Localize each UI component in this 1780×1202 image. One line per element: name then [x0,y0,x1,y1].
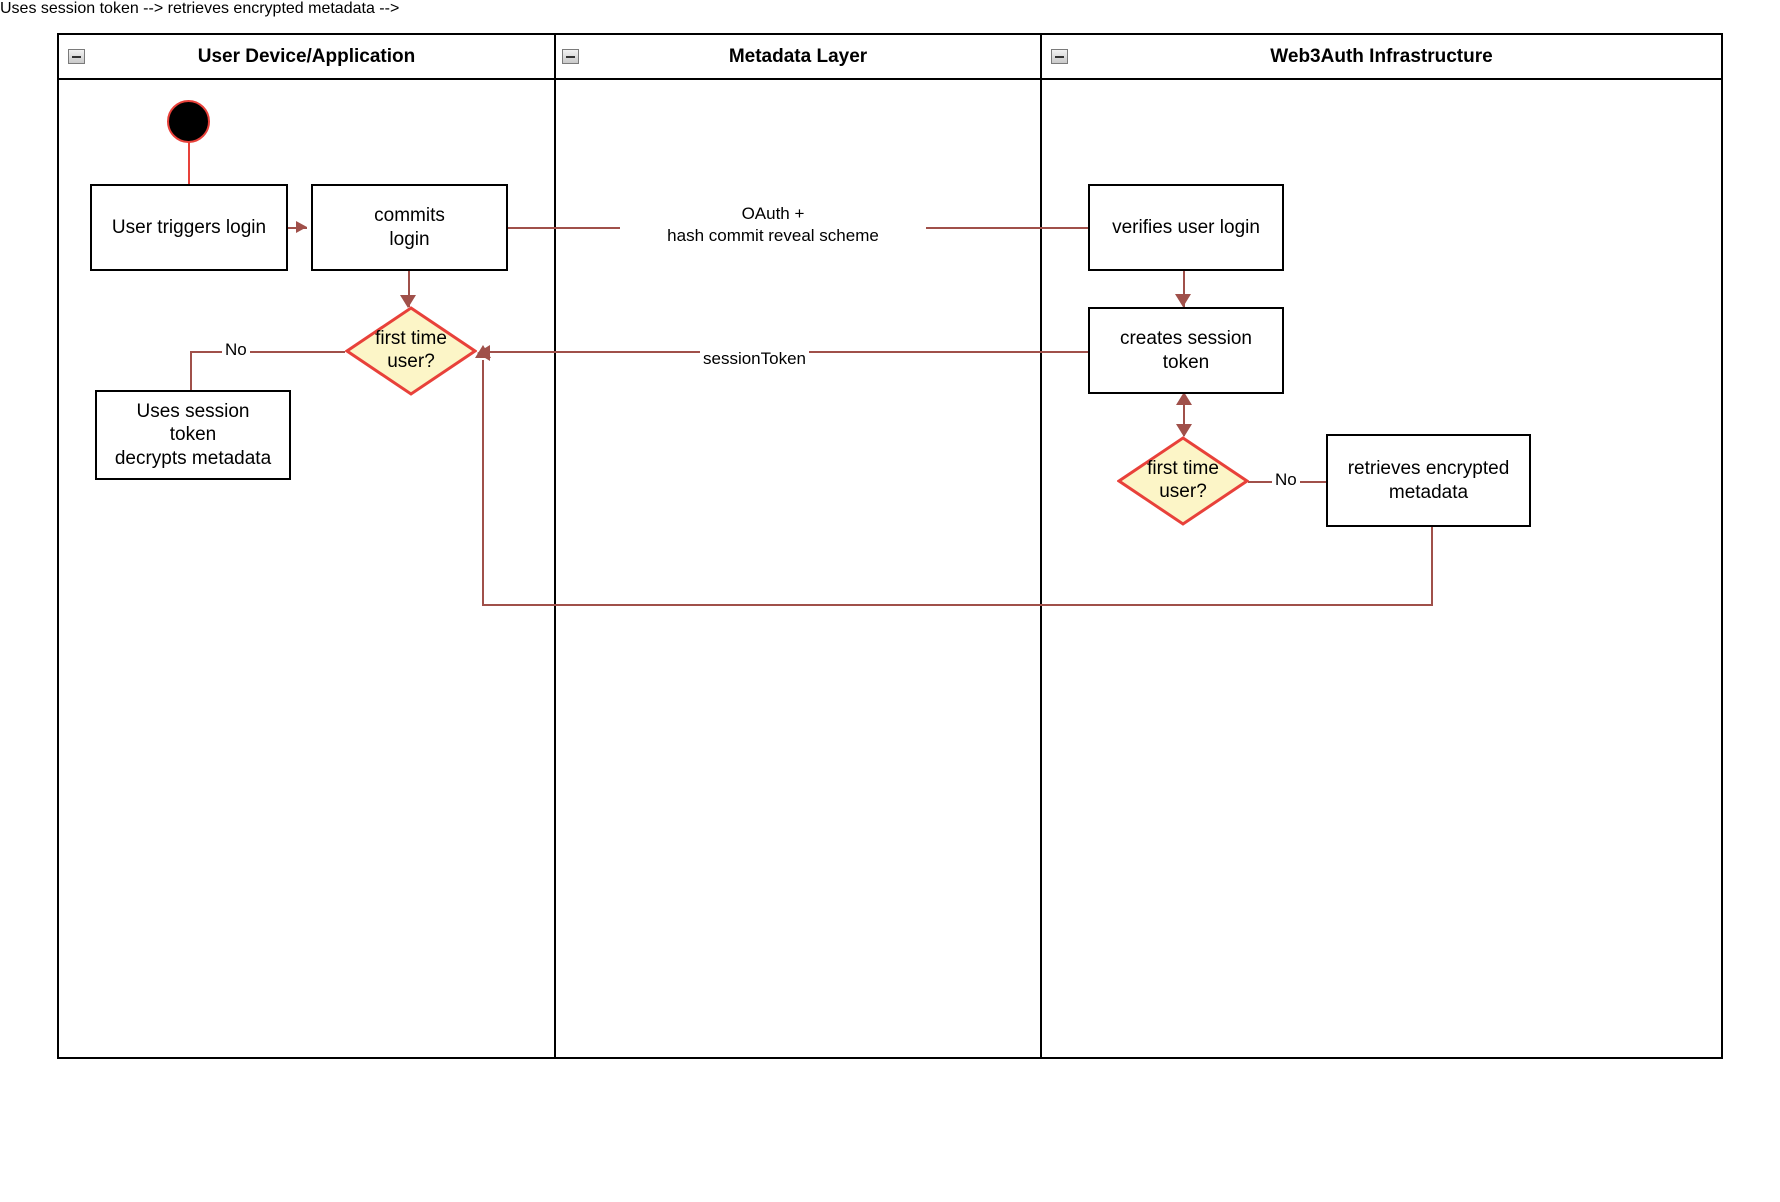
minus-glyph [72,55,81,58]
lane-header-user-device[interactable]: User Device/Application [59,35,554,80]
edge-label-no-right-text: No [1275,470,1297,489]
lane-divider-1 [554,35,556,1059]
arrowhead-to-commits [296,221,307,233]
node-decision-right-line1: first time [1147,458,1219,480]
start-node [167,100,210,143]
arrowhead-return-to-decision-left [475,345,491,358]
arrowhead-to-creates-session [1175,294,1191,307]
lane-title-web3auth: Web3Auth Infrastructure [1270,45,1493,67]
diamond-shape-right [1117,436,1249,526]
edge-verifies-to-creates [1183,271,1185,307]
edge-return-down [1431,527,1433,605]
node-retrieves-encrypted-metadata-line1: retrieves encrypted [1347,458,1510,480]
node-retrieves-encrypted-metadata-line2: metadata [1388,481,1469,503]
node-uses-session-token-label: Uses session token decrypts metadata [115,400,271,470]
edge-label-no-left: No [222,339,250,362]
minus-glyph [566,55,575,58]
node-uses-session-token[interactable]: Uses session token decrypts metadata [95,390,291,480]
node-retrieves-encrypted-metadata-label: retrieves encrypted metadata [1348,457,1510,503]
node-retrieves-encrypted-metadata[interactable]: retrieves encrypted metadata [1326,434,1531,527]
node-commits-login-line1: commits [374,205,445,227]
edge-creates-to-decision-right [1183,394,1185,436]
node-uses-session-token-line1: Uses session [136,401,250,423]
edge-decision-left-no-down [190,351,192,391]
node-decision-left-line1: first time [375,328,447,350]
edge-decision-left-no [190,351,345,353]
diamond-shape-left [345,306,477,396]
node-decision-right[interactable]: first time user? [1117,436,1249,526]
node-uses-session-token-line3: decrypts metadata [114,447,272,469]
collapse-minus-icon[interactable] [562,49,579,64]
node-commits-login-line2: login [389,228,430,250]
node-creates-session-token[interactable]: creates session token [1088,307,1284,394]
lane-divider-2 [1040,35,1042,1059]
edge-return-up [482,360,484,605]
edge-label-no-left-text: No [225,340,247,359]
edge-label-session-token: sessionToken [700,348,810,371]
node-user-triggers-login-label: User triggers login [111,216,267,238]
node-creates-session-token-line2: token [1162,351,1210,373]
node-verifies-user-login-label: verifies user login [1112,216,1260,238]
node-decision-right-line2: user? [1159,481,1207,502]
node-decision-left-line2: user? [387,351,435,372]
node-decision-left-label: first time user? [345,306,477,396]
lane-title-metadata-layer: Metadata Layer [728,45,868,67]
lane-header-web3auth[interactable]: Web3Auth Infrastructure [1042,35,1721,80]
node-commits-login-label: commits login [374,204,445,250]
arrowhead-up-to-creates [1176,392,1192,405]
lane-header-metadata-layer[interactable]: Metadata Layer [556,35,1040,80]
node-commits-login[interactable]: commits login [311,184,508,271]
collapse-minus-icon[interactable] [1051,49,1068,64]
node-user-triggers-login[interactable]: User triggers login [90,184,288,271]
node-creates-session-token-label: creates session token [1120,327,1252,373]
node-decision-right-label: first time user? [1117,436,1249,526]
collapse-minus-icon[interactable] [68,49,85,64]
node-creates-session-token-line1: creates session [1119,328,1252,350]
edge-label-oauth-line1: OAuth + [741,204,805,223]
edge-start-to-user-triggers [188,140,190,185]
arrowhead-down-to-decision-right [1176,424,1192,437]
minus-glyph [1055,55,1064,58]
edge-return-left [482,604,1433,606]
lane-title-user-device: User Device/Application [197,45,416,67]
node-uses-session-token-line2: token [169,424,217,446]
edge-label-oauth: OAuth + hash commit reveal scheme [620,203,926,248]
node-decision-left[interactable]: first time user? [345,306,477,396]
node-verifies-user-login[interactable]: verifies user login [1088,184,1284,271]
swimlane-frame [57,33,1723,1059]
arrowhead-to-decision-left [400,295,416,308]
edge-label-session-token-text: sessionToken [703,349,807,368]
edge-commits-to-decision-left [408,271,410,307]
edge-label-oauth-line2: hash commit reveal scheme [667,226,879,246]
edge-label-no-right: No [1272,469,1300,492]
